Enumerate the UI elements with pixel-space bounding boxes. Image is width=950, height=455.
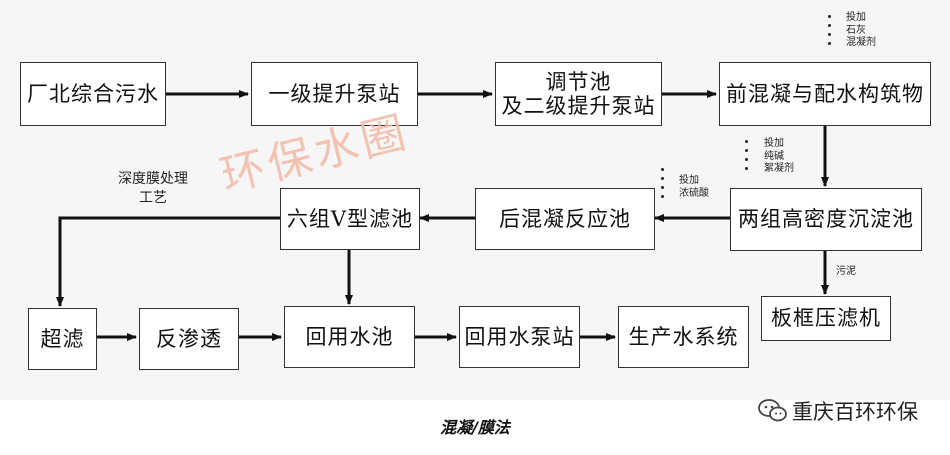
box-production-water: 生产水系统 — [618, 306, 749, 368]
flow-arrows — [56, 90, 829, 341]
sludge-label: 污泥 — [836, 266, 856, 277]
box-lift-station-1: 一级提升泵站 — [251, 62, 418, 126]
figure-caption: 混凝/膜法 — [440, 418, 510, 437]
brand-name: 重庆百环环保 — [792, 400, 918, 424]
dose-dots-3 — [661, 168, 665, 204]
box-reuse-pool: 回用水池 — [284, 306, 415, 368]
box-ultrafiltration: 超滤 — [28, 308, 97, 370]
box-wastewater: 厂北综合污水 — [20, 62, 166, 126]
wechat-icon — [758, 399, 787, 422]
arrow-vfilter-to-uf — [56, 216, 280, 307]
box-reverse-osmosis: 反渗透 — [139, 308, 239, 370]
dose-note-1: 投加石灰混凝剂 — [846, 12, 876, 48]
membrane-process-label: 深度膜处理工艺 — [118, 171, 188, 206]
box-filter-press: 板框压滤机 — [761, 296, 891, 341]
dose-note-2: 投加纯碱絮凝剂 — [764, 138, 794, 174]
dose-dots-1 — [828, 15, 832, 51]
diagram-canvas: 厂北综合污水 一级提升泵站 调节池及二级提升泵站 前混凝与配水构筑物 两组高密度… — [20, 12, 931, 370]
box-post-coagulation: 后混凝反应池 — [475, 188, 655, 250]
box-reuse-pump-station: 回用水泵站 — [459, 306, 580, 368]
dose-dots-2 — [745, 140, 749, 176]
box-pre-coagulation: 前混凝与配水构筑物 — [719, 62, 931, 126]
box-regulating-pool: 调节池及二级提升泵站 — [495, 62, 662, 126]
brand-badge: 重庆百环环保 — [758, 396, 918, 426]
box-high-density-sedimentation: 两组高密度沉淀池 — [730, 188, 922, 251]
dose-note-3: 投加浓硫酸 — [679, 175, 709, 199]
box-v-filter: 六组V型滤池 — [280, 188, 420, 250]
